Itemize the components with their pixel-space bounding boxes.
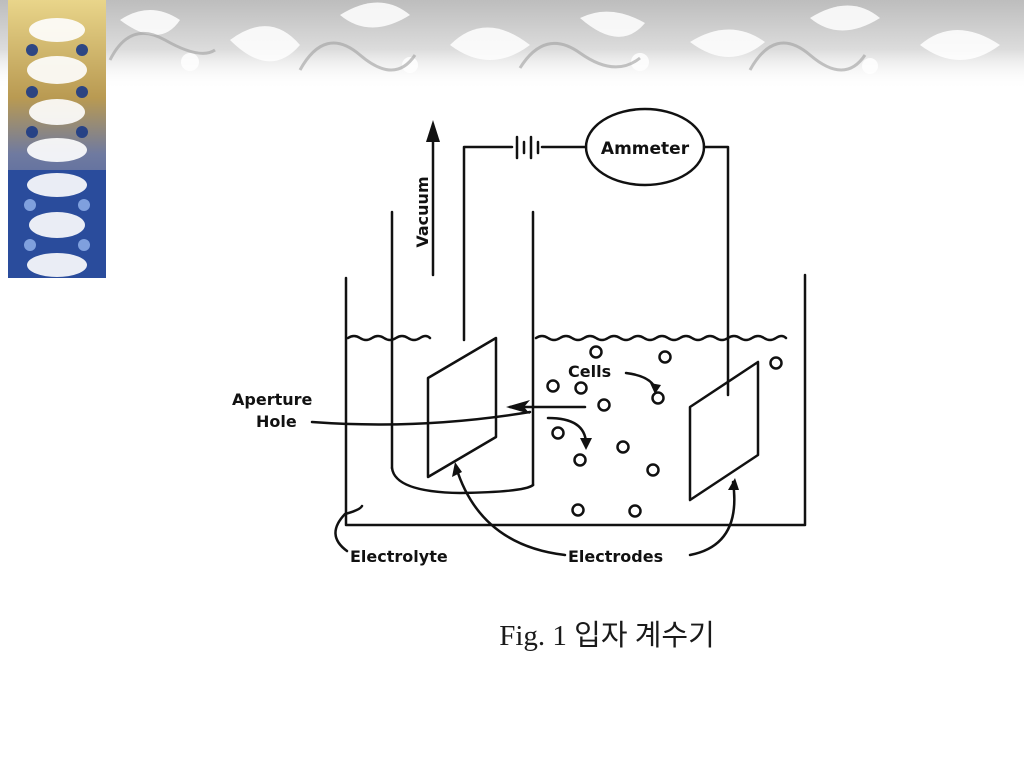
cell bbox=[651, 391, 665, 405]
decorative-banner bbox=[0, 0, 1024, 170]
cell bbox=[551, 426, 565, 440]
cells-label: Cells bbox=[568, 362, 611, 381]
electrodes-label: Electrodes bbox=[568, 547, 663, 566]
cells-arrowhead bbox=[650, 383, 661, 394]
cell bbox=[573, 453, 587, 467]
electrodes-leader-right bbox=[688, 480, 736, 557]
cell bbox=[769, 356, 783, 370]
electrolyte-label: Electrolyte bbox=[350, 547, 448, 566]
cell bbox=[616, 440, 630, 454]
cell bbox=[574, 381, 588, 395]
banner-stripe-lower bbox=[8, 170, 106, 278]
cell bbox=[658, 350, 672, 364]
ammeter-dial bbox=[584, 107, 706, 187]
figure-caption: Fig. 1 입자 계수기 bbox=[0, 612, 1024, 654]
electrodes-arrowhead-right bbox=[728, 478, 739, 490]
aperture-label: Aperture bbox=[232, 390, 313, 409]
inner-tube-bottom bbox=[390, 466, 535, 495]
cell bbox=[546, 379, 560, 393]
electrolyte-surface bbox=[346, 334, 432, 342]
cell bbox=[589, 345, 603, 359]
vacuum-label: Vacuum bbox=[413, 176, 432, 247]
aperture-arrowhead bbox=[506, 400, 530, 414]
ammeter-label: Ammeter bbox=[601, 139, 690, 159]
cell bbox=[571, 503, 585, 517]
cells-leader bbox=[624, 371, 657, 390]
hole-label: Hole bbox=[256, 412, 297, 431]
cell-flow-arrowhead bbox=[580, 438, 592, 450]
electrodes-leader-left bbox=[454, 465, 567, 557]
aperture-leader bbox=[310, 410, 532, 426]
electrodes-arrowhead-left bbox=[452, 462, 462, 477]
wire-right bbox=[702, 145, 730, 397]
right-electrode bbox=[688, 360, 760, 502]
figure-caption-text: Fig. 1 입자 계수기 bbox=[499, 620, 715, 652]
vacuum-arrowhead bbox=[426, 120, 440, 142]
cell bbox=[597, 398, 611, 412]
beaker bbox=[344, 273, 807, 527]
electrolyte-leader bbox=[334, 504, 364, 553]
wire-left bbox=[462, 145, 514, 342]
cell bbox=[646, 463, 660, 477]
electrolyte-surface-right bbox=[534, 334, 788, 342]
cell bbox=[628, 504, 642, 518]
left-electrode bbox=[426, 336, 498, 479]
